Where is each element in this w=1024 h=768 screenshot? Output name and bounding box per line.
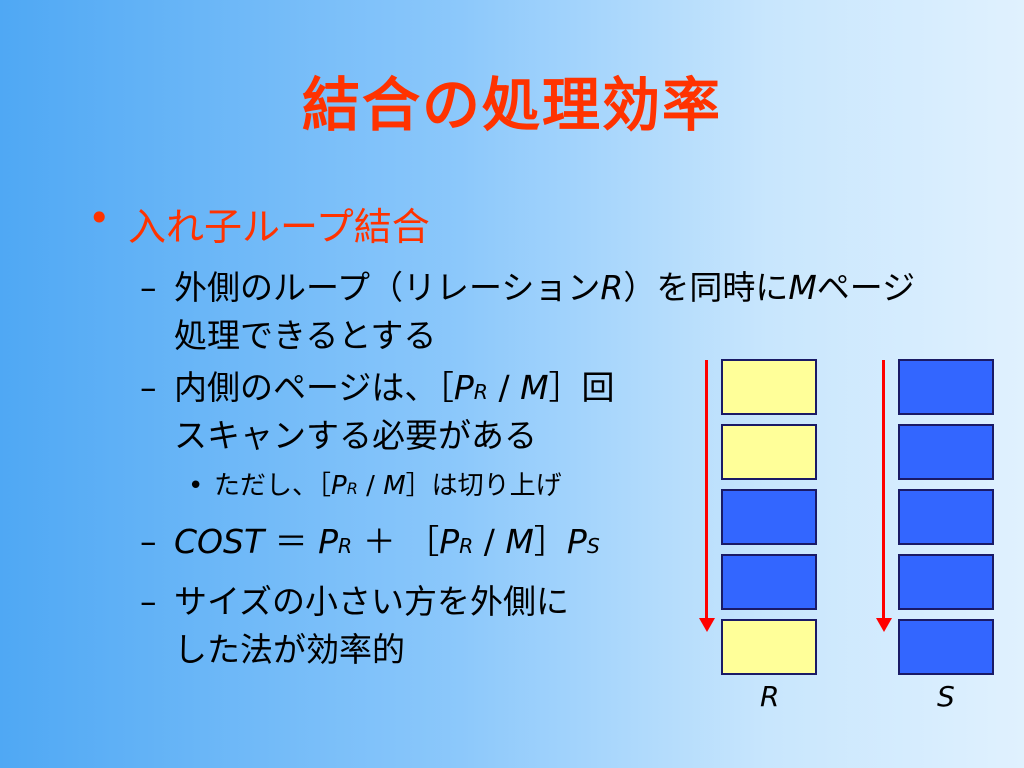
label-s: S (937, 680, 955, 713)
sub-item-text: ただし、［PR / M］は切り上げ (214, 471, 562, 501)
slide-title: 結合の処理効率 (301, 71, 722, 139)
label-r: R (760, 680, 780, 713)
cost-formula: COST ＝ PR ＋ ［PR / M］PS (174, 522, 600, 561)
item-line: 処理できるとする (174, 316, 437, 355)
page-block-r (721, 554, 817, 610)
dash-marker: – (140, 522, 157, 561)
item-line: スキャンする必要がある (174, 416, 537, 455)
bullet-text: 入れ子ループ結合 (128, 205, 430, 249)
page-block-r (721, 489, 817, 545)
page-block-s (898, 554, 994, 610)
page-block-r (721, 619, 817, 675)
page-block-s (898, 489, 994, 545)
page-block-s (898, 619, 994, 675)
sub-bullet-marker: • (188, 471, 204, 501)
item-line: 外側のループ（リレーションR）を同時にMページ (174, 268, 916, 307)
page-block-s (898, 424, 994, 480)
dash-marker: – (140, 368, 157, 407)
page-block-s (898, 359, 994, 415)
page-block-r (721, 424, 817, 480)
dash-marker: – (140, 582, 157, 621)
dash-marker: – (140, 268, 157, 307)
page-block-r (721, 359, 817, 415)
bullet-marker: • (88, 196, 111, 240)
item-line: した法が効率的 (174, 630, 405, 669)
item-line: 内側のページは、［PR / M］回 (174, 368, 615, 407)
item-line: サイズの小さい方を外側に (174, 582, 570, 621)
